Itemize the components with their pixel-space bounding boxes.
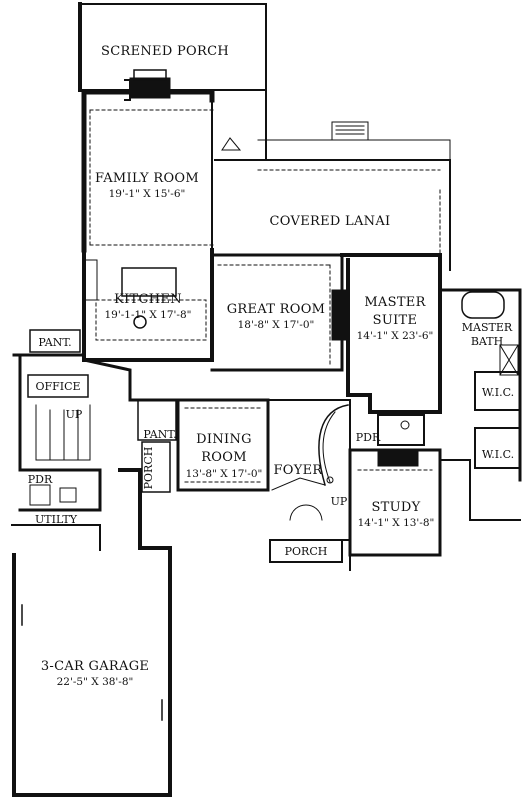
label-office: OFFICE	[35, 380, 80, 393]
label-dining-room-1: DINING	[196, 432, 252, 447]
label-covered-lanai: COVERED LANAI	[270, 214, 391, 229]
label-porch-side: PORCH	[142, 447, 155, 490]
label-utility: UTILTY	[35, 513, 78, 526]
kitchen-walls	[82, 248, 214, 362]
garage-walls	[12, 468, 172, 797]
label-pdr-left: PDR	[28, 473, 53, 486]
label-master-bath-2: BATH	[471, 335, 503, 348]
label-up-foyer: UP	[331, 495, 348, 508]
label-garage: 3-CAR GARAGE	[41, 659, 149, 674]
dining-room-walls	[137, 398, 270, 493]
pdr-wic-area	[377, 371, 521, 469]
label-kitchen: KITCHEN	[114, 292, 182, 307]
label-foyer: FOYER	[273, 463, 323, 478]
label-up-left: UP	[66, 408, 83, 421]
dims-great-room: 18'-8" X 17'-0"	[238, 319, 315, 331]
label-dining-room-2: ROOM	[201, 450, 247, 465]
screened-porch-outline	[78, 2, 267, 161]
office-stair-area	[12, 329, 91, 472]
label-family-room: FAMILY ROOM	[95, 171, 199, 186]
family-room-walls	[81, 89, 242, 253]
label-wic-1: W.I.C.	[482, 386, 514, 399]
dims-garage: 22'-5" X 38'-8"	[57, 676, 134, 688]
dims-master-suite: 14'-1" X 23'-6"	[357, 330, 434, 342]
label-screened-porch: SCRENED PORCH	[101, 44, 229, 59]
great-room-walls	[210, 253, 349, 372]
dims-kitchen: 19'-1-1" X 17'-8"	[105, 309, 192, 321]
label-master-suite-2: SUITE	[373, 313, 418, 328]
dims-dining-room: 13'-8" X 17'-0"	[186, 468, 263, 480]
label-wic-2: W.I.C.	[482, 448, 514, 461]
label-master-suite-1: MASTER	[364, 295, 426, 310]
label-study: STUDY	[371, 500, 420, 515]
dims-study: 14'-1" X 13'-8"	[358, 517, 435, 529]
master-suite-walls	[340, 253, 522, 482]
dims-family-room: 19'-1" X 15'-6"	[109, 188, 186, 200]
label-pant-kitchen: PANT.	[38, 336, 71, 349]
label-master-bath-1: MASTER	[462, 321, 513, 334]
covered-lanai-outline	[214, 121, 451, 271]
front-porch-outline	[269, 504, 343, 563]
label-pdr-center: PDR	[356, 431, 381, 444]
room-labels: SCRENED PORCH FAMILY ROOM 19'-1" X 15'-6…	[28, 44, 514, 688]
exterior-walls	[82, 358, 441, 571]
label-porch-front: PORCH	[285, 545, 328, 558]
pdr-utility-area	[11, 468, 102, 551]
label-pant-dining: PANT.	[143, 428, 176, 441]
label-great-room: GREAT ROOM	[227, 302, 326, 317]
